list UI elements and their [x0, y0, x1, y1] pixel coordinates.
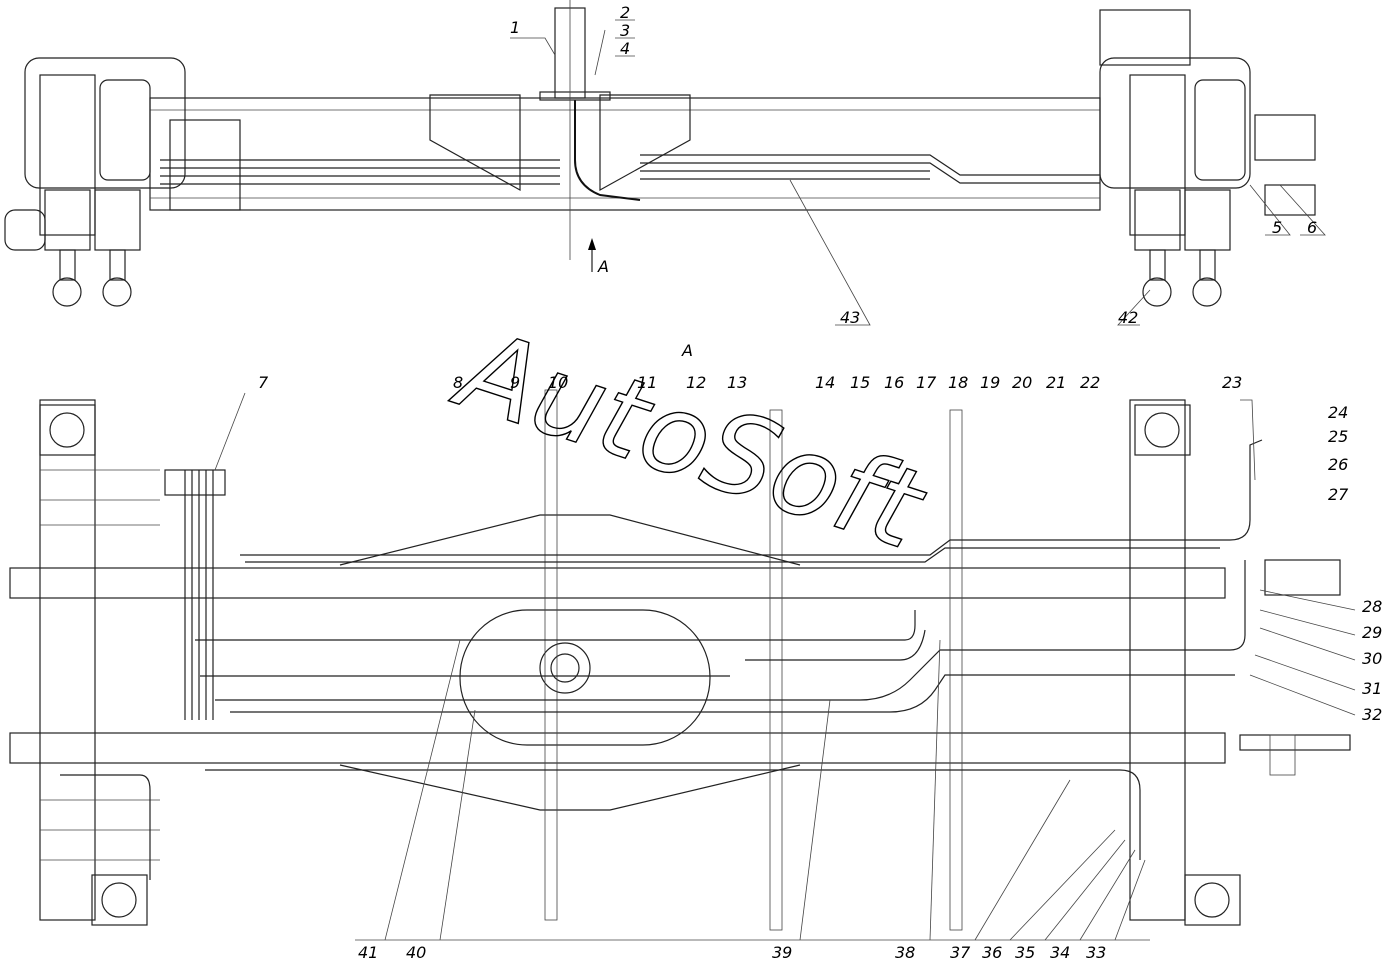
- callout-23: 23: [1222, 373, 1242, 392]
- callout-17: 17: [916, 373, 937, 392]
- arrow-label: A: [597, 257, 609, 276]
- callout-10: 10: [548, 373, 568, 392]
- callout-31: 31: [1362, 679, 1382, 698]
- callout-29: 29: [1362, 623, 1382, 642]
- callouts-top: 1 2 3 4 5 6 42 43: [510, 3, 1317, 327]
- leader-lines: [214, 19, 1356, 941]
- callout-11: 11: [637, 373, 657, 392]
- callout-4: 4: [620, 39, 630, 58]
- callout-26: 26: [1328, 455, 1348, 474]
- callout-8: 8: [453, 373, 463, 392]
- callout-15: 15: [850, 373, 870, 392]
- callout-32: 32: [1362, 705, 1382, 724]
- callout-3: 3: [620, 21, 630, 40]
- callout-33: 33: [1086, 943, 1106, 962]
- callout-38: 38: [895, 943, 915, 962]
- bottom-plan-view: [9, 389, 1351, 931]
- callout-39: 39: [772, 943, 792, 962]
- callout-28: 28: [1362, 597, 1382, 616]
- callout-14: 14: [815, 373, 835, 392]
- callout-18: 18: [948, 373, 968, 392]
- top-side-view: [4, 0, 1316, 307]
- callout-21: 21: [1046, 373, 1066, 392]
- callout-35: 35: [1015, 943, 1035, 962]
- callout-22: 22: [1080, 373, 1100, 392]
- callout-40: 40: [406, 943, 426, 962]
- callout-25: 25: [1328, 427, 1348, 446]
- callout-42: 42: [1118, 308, 1138, 327]
- callout-27: 27: [1328, 485, 1349, 504]
- callout-6: 6: [1307, 218, 1317, 237]
- callout-19: 19: [980, 373, 1000, 392]
- callout-20: 20: [1012, 373, 1032, 392]
- callout-7: 7: [258, 373, 269, 392]
- callout-34: 34: [1050, 943, 1070, 962]
- callouts-right: 28 29 30 31 32: [1362, 597, 1382, 724]
- view-label: A: [681, 341, 693, 360]
- callout-13: 13: [727, 373, 747, 392]
- callout-41: 41: [358, 943, 378, 962]
- callout-9: 9: [510, 373, 520, 392]
- callout-5: 5: [1272, 218, 1282, 237]
- callout-16: 16: [884, 373, 904, 392]
- callout-30: 30: [1362, 649, 1382, 668]
- callouts-bottom: 41 40 39 38 37 36 35 34 33: [358, 943, 1106, 962]
- callouts-view-a-top: 7 8 9 10 11 12 13 14 15 16 17 18 19 20 2…: [258, 373, 1349, 504]
- callout-24: 24: [1328, 403, 1348, 422]
- callout-43: 43: [840, 308, 860, 327]
- callout-1: 1: [510, 18, 520, 37]
- callout-12: 12: [686, 373, 706, 392]
- callout-2: 2: [620, 3, 630, 22]
- callout-36: 36: [982, 943, 1002, 962]
- callout-37: 37: [950, 943, 971, 962]
